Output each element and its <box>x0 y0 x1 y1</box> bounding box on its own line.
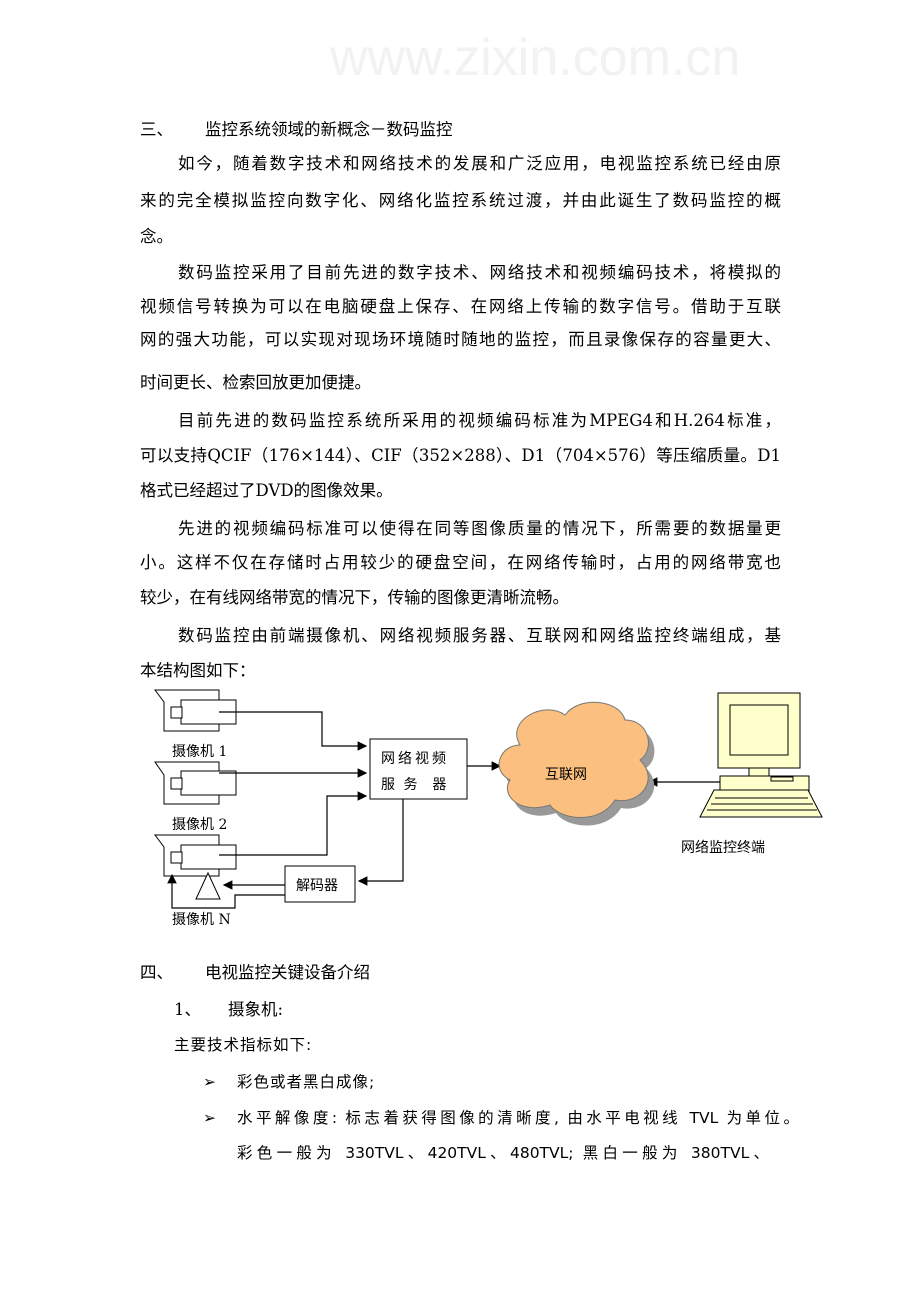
camera-1-label: 摄像机 1 <box>172 744 227 760</box>
paragraph-line: 数码监控采用了目前先进的数字技术、网络技术和视频编码技术，将模拟的 <box>178 263 781 282</box>
server-box <box>369 738 468 800</box>
bullet-text: 水平解像度: 标志着获得图像的清晰度, 由水平电视线 TVL 为单位。 <box>237 1109 799 1127</box>
section-title: 监控系统领域的新概念－数码监控 <box>205 120 453 139</box>
paragraph-line: 小。这样不仅在存储时占用较少的硬盘空间，在网络传输时，占用的网络带宽也 <box>140 553 781 572</box>
bullet-arrow-icon: ➢ <box>203 1109 217 1127</box>
decoder-label: 解码器 <box>296 878 338 894</box>
paragraph-line: 较少，在有线网络带宽的情况下，传输的图像更清晰流畅。 <box>140 588 569 607</box>
camera-1-icon <box>154 689 237 732</box>
camera-2-icon <box>154 761 237 805</box>
section-number: 三、 <box>140 120 173 139</box>
paragraph-line: 网的强大功能，可以实现对现场环境随时随地的监控，而且录像保存的容量更大、 <box>140 330 781 349</box>
paragraph-line: 时间更长、检索回放更加便捷。 <box>140 373 371 392</box>
watermark: www.zixin.com.cn <box>330 29 741 87</box>
computer-terminal-icon <box>699 692 823 818</box>
paragraph-line: 来的完全模拟监控向数字化、网络化监控系统过渡，并由此诞生了数码监控的概 <box>140 191 781 210</box>
decoder-box <box>284 865 356 903</box>
paragraph-line: 格式已经超过了DVD的图像效果。 <box>140 481 393 500</box>
pan-tilt-icon <box>195 871 221 900</box>
section-number: 四、 <box>140 963 173 982</box>
internet-label: 互联网 <box>545 767 587 783</box>
bullet-arrow-icon: ➢ <box>203 1073 217 1091</box>
paragraph-line: 数码监控由前端摄像机、网络视频服务器、互联网和网络监控终端组成，基 <box>178 626 781 645</box>
camera-n-icon <box>154 834 237 877</box>
paragraph-line: 念。 <box>140 227 173 246</box>
bullet-text: 彩色或者黑白成像; <box>237 1073 376 1091</box>
paragraph-line: 目前先进的数码监控系统所采用的视频编码标准为MPEG4和H.264标准， <box>178 411 781 430</box>
paragraph-line: 先进的视频编码标准可以使得在同等图像质量的情况下，所需要的数据量更 <box>178 519 781 538</box>
server-label-line2: 服 务 器 <box>381 777 448 793</box>
paragraph-line: 可以支持QCIF（176×144）、CIF（352×288）、D1（704×57… <box>140 446 781 465</box>
item-title: 摄象机: <box>228 1000 284 1019</box>
internet-cloud-icon <box>498 701 655 826</box>
terminal-label: 网络监控终端 <box>681 840 765 856</box>
camera-n-label: 摄像机 N <box>172 912 231 928</box>
paragraph-line: 本结构图如下： <box>140 661 256 680</box>
paragraph-line: 如今，随着数字技术和网络技术的发展和广泛应用，电视监控系统已经由原 <box>178 154 781 173</box>
section-title: 电视监控关键设备介绍 <box>205 963 370 982</box>
server-label-line1: 网络视频 <box>381 751 449 767</box>
paragraph-line: 视频信号转换为可以在电脑硬盘上保存、在网络上传输的数字信号。借助于互联 <box>140 297 781 316</box>
intro-text: 主要技术指标如下: <box>174 1036 313 1054</box>
item-number: 1、 <box>174 1000 201 1019</box>
bullet-text: 彩色一般为 330TVL、420TVL、480TVL; 黑白一般为 380TVL… <box>237 1144 769 1162</box>
camera-2-label: 摄像机 2 <box>172 817 227 833</box>
